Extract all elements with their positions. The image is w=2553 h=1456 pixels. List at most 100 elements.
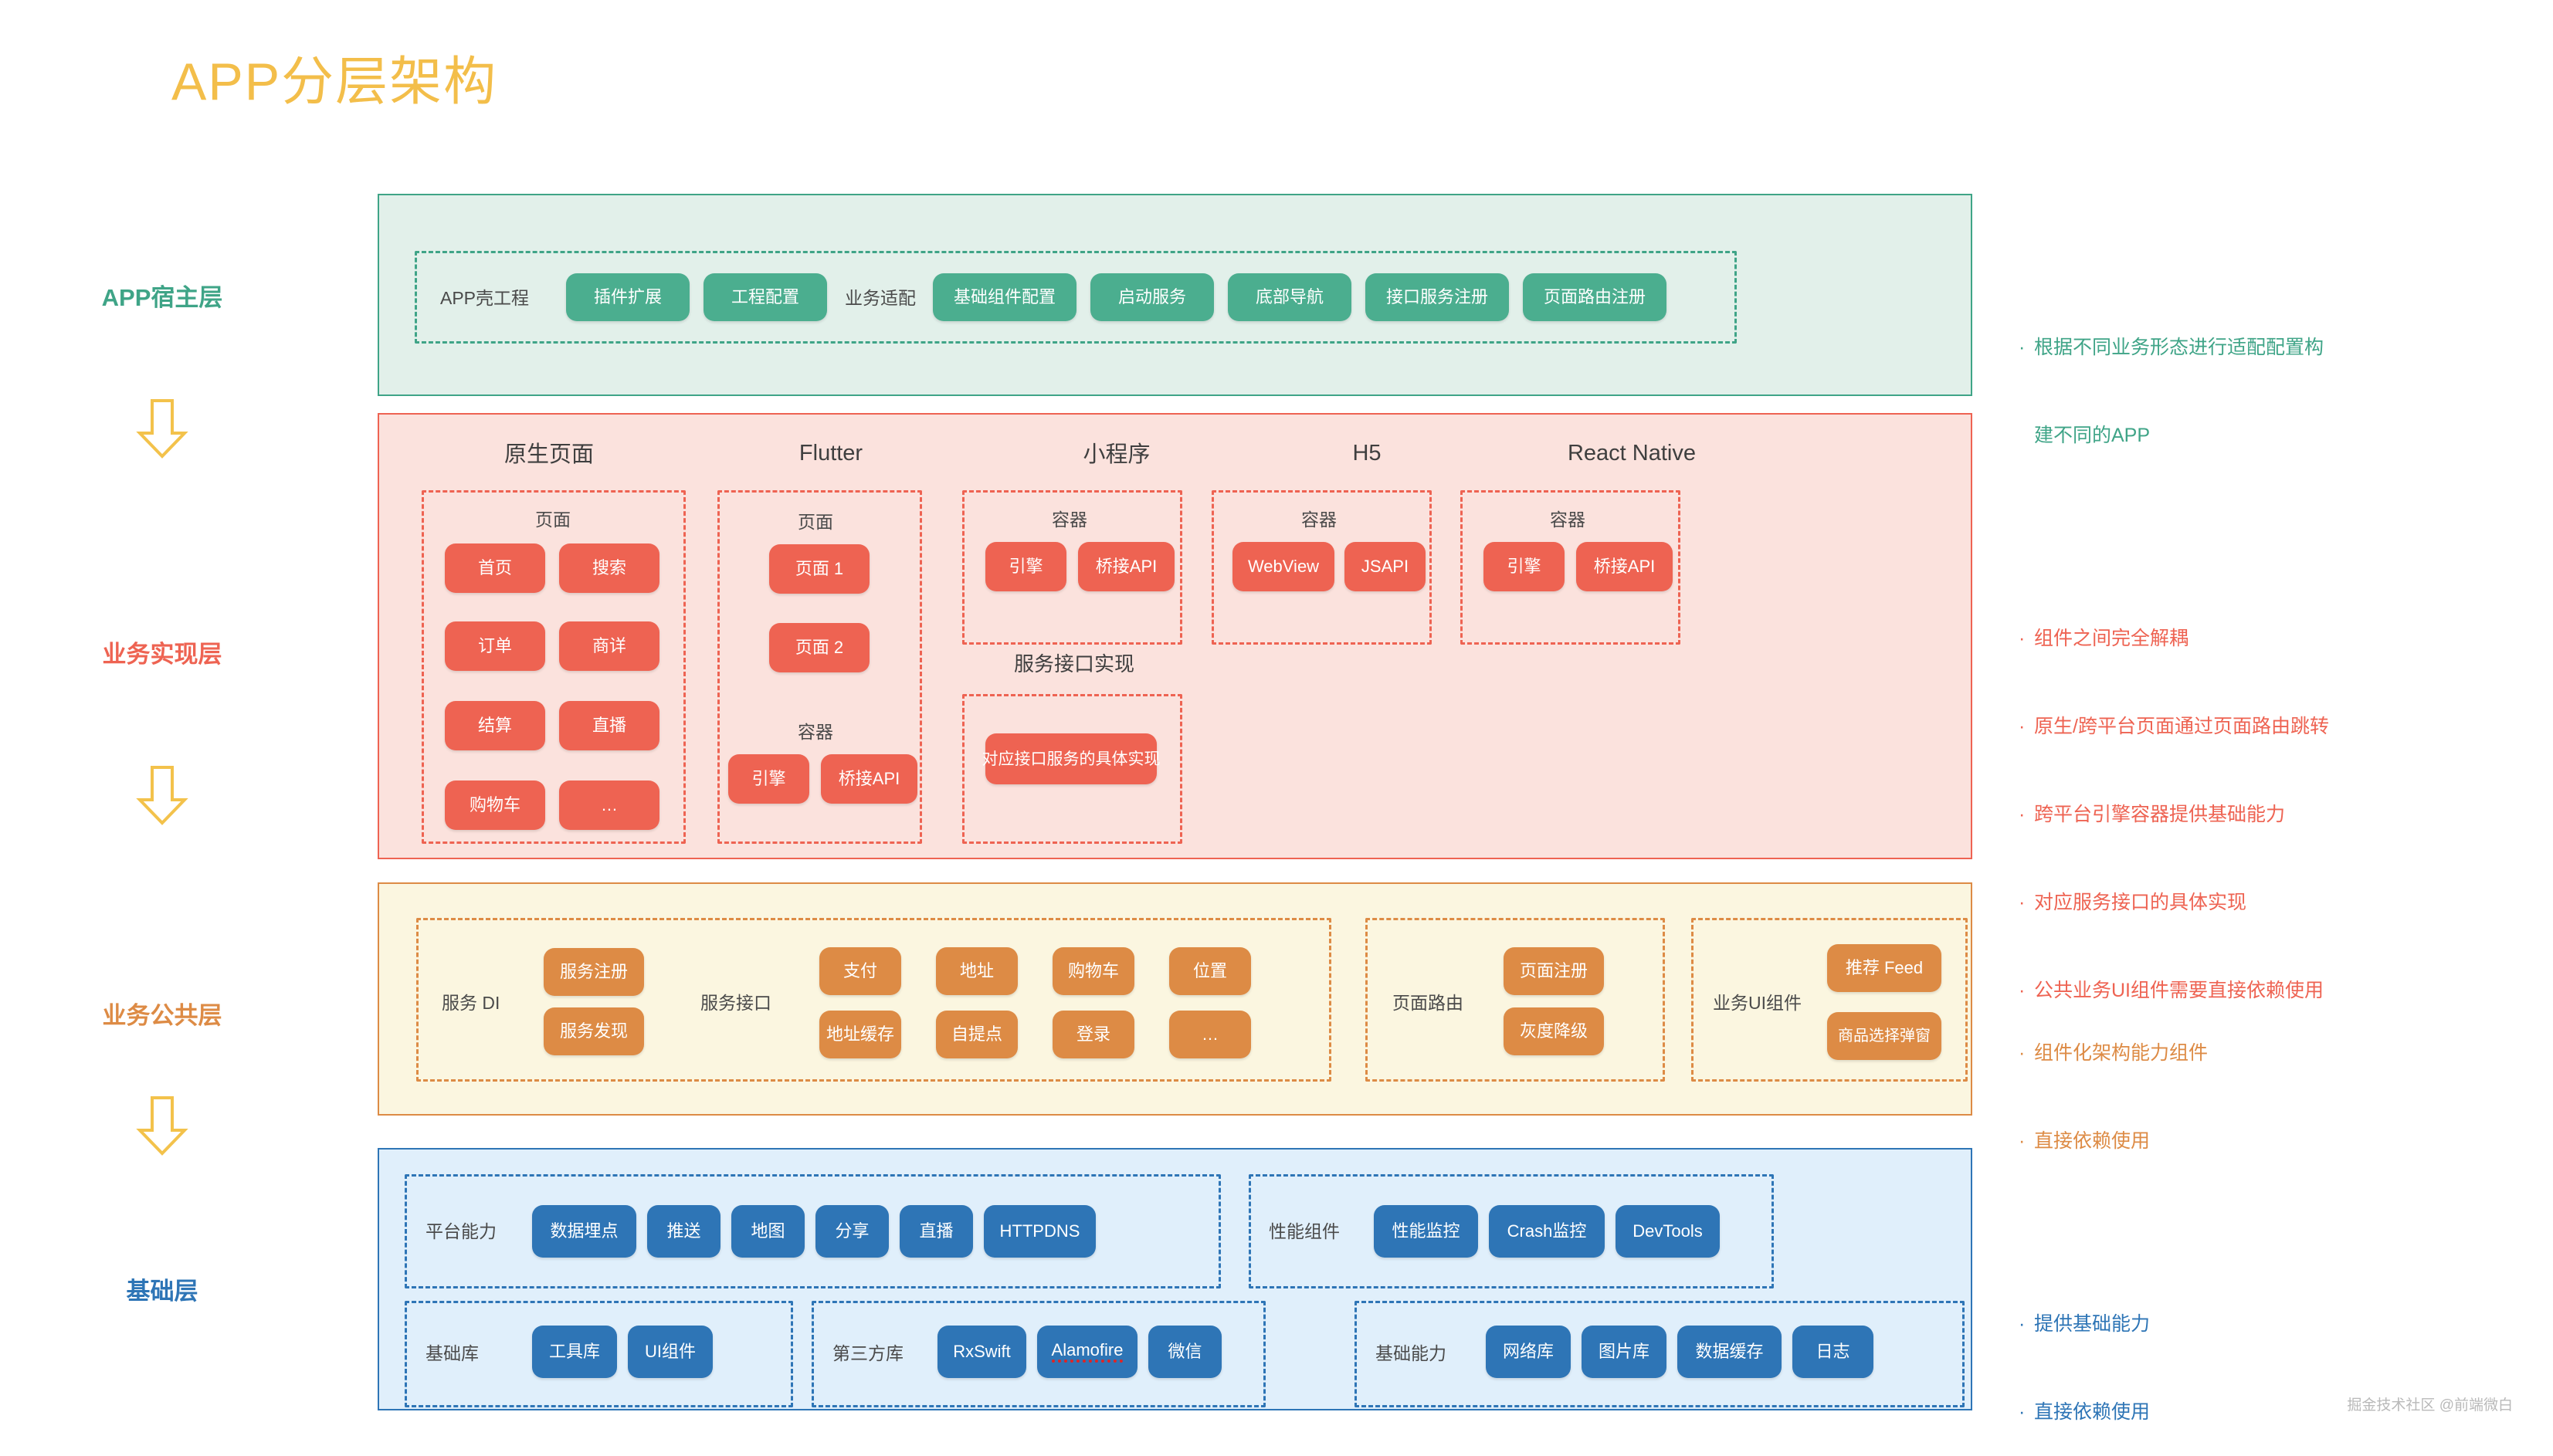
annotation-line: 直接依赖使用 — [2034, 1130, 2151, 1152]
h5-container-dashed-box — [1212, 490, 1432, 645]
flutter-pill-bridge-api[interactable]: 桥接API — [821, 754, 917, 804]
platform-pill-httpdns[interactable]: HTTPDNS — [984, 1205, 1096, 1258]
native-pill-live[interactable]: 直播 — [559, 701, 659, 750]
platform-capability-label: 平台能力 — [426, 1221, 497, 1241]
native-pill-checkout[interactable]: 结算 — [445, 701, 545, 750]
host-pill-page-route-register[interactable]: 页面路由注册 — [1523, 273, 1666, 321]
biz-ui-label: 业务UI组件 — [1713, 993, 1802, 1013]
biz-ui-pill-recommend-feed[interactable]: 推荐 Feed — [1827, 944, 1941, 992]
service-di-pill-register[interactable]: 服务注册 — [544, 948, 644, 996]
page-router-dashed-box — [1365, 918, 1665, 1082]
base-cap-pill-network-lib[interactable]: 网络库 — [1486, 1326, 1571, 1378]
miniprogram-container-label: 容器 — [1052, 510, 1087, 530]
flutter-pill-page-1[interactable]: 页面 1 — [769, 544, 870, 594]
business-layer-panel: 原生页面 Flutter 小程序 H5 React Native 页面 首页 搜… — [378, 413, 1972, 859]
base-lib-pill-toolkit[interactable]: 工具库 — [532, 1326, 617, 1378]
rn-container-dashed-box — [1460, 490, 1680, 645]
native-pill-cart[interactable]: 购物车 — [445, 780, 545, 830]
base-cap-pill-image-lib[interactable]: 图片库 — [1582, 1326, 1666, 1378]
third-party-label: 第三方库 — [832, 1343, 904, 1363]
rn-pill-bridge-api[interactable]: 桥接API — [1576, 542, 1673, 591]
host-pill-startup-service[interactable]: 启动服务 — [1090, 273, 1214, 321]
h5-pill-webview[interactable]: WebView — [1232, 542, 1334, 591]
service-api-pill-location[interactable]: 位置 — [1169, 947, 1251, 995]
host-pill-api-service-register[interactable]: 接口服务注册 — [1365, 273, 1509, 321]
rail-label-business-layer: 业务实现层 — [102, 641, 222, 668]
flutter-dashed-box — [717, 490, 922, 844]
annotation-line: 提供基础能力 — [2034, 1313, 2151, 1335]
rn-pill-engine[interactable]: 引擎 — [1483, 542, 1565, 591]
misspelled-word: Alamofire — [1051, 1341, 1124, 1363]
service-impl-dashed-box — [962, 694, 1182, 844]
service-api-pill-cart[interactable]: 购物车 — [1053, 947, 1134, 995]
host-pill-bottom-navigation[interactable]: 底部导航 — [1228, 273, 1351, 321]
third-party-pill-wechat[interactable]: 微信 — [1148, 1326, 1222, 1378]
service-api-pill-address-cache[interactable]: 地址缓存 — [819, 1011, 901, 1058]
host-adapt-label: 业务适配 — [845, 288, 916, 308]
page-router-pill-page-register[interactable]: 页面注册 — [1504, 947, 1604, 995]
miniprogram-pill-engine[interactable]: 引擎 — [985, 542, 1066, 591]
miniprogram-container-dashed-box — [962, 490, 1182, 645]
h5-pill-jsapi[interactable]: JSAPI — [1344, 542, 1426, 591]
native-pill-more[interactable]: … — [559, 780, 659, 830]
service-impl-pill[interactable]: 对应接口服务的具体实现 — [982, 733, 1161, 784]
biz-ui-pill-product-picker[interactable]: 商品选择弹窗 — [1827, 1012, 1941, 1060]
host-layer-panel: APP壳工程 插件扩展 工程配置 业务适配 基础组件配置 启动服务 底部导航 接… — [378, 194, 1972, 396]
service-api-pill-payment[interactable]: 支付 — [819, 947, 901, 995]
native-pill-home[interactable]: 首页 — [445, 543, 545, 593]
perf-pill-devtools[interactable]: DevTools — [1616, 1205, 1720, 1258]
third-party-pill-alamofire[interactable]: Alamofire — [1037, 1326, 1137, 1378]
flutter-pill-page-2[interactable]: 页面 2 — [769, 623, 870, 672]
base-capability-label: 基础能力 — [1375, 1343, 1446, 1363]
platform-pill-share[interactable]: 分享 — [815, 1205, 889, 1258]
host-layer-annotation: ·根据不同业务形态进行适配配置构 建不同的APP — [2019, 337, 2324, 446]
annotation-line: 原生/跨平台页面通过页面路由跳转 — [2034, 716, 2329, 737]
third-party-pill-rxswift[interactable]: RxSwift — [937, 1326, 1026, 1378]
flutter-container-label: 容器 — [798, 722, 833, 742]
annotation-line: 对应服务接口的具体实现 — [2034, 892, 2247, 913]
perf-components-label: 性能组件 — [1269, 1221, 1340, 1241]
service-api-pill-more[interactable]: … — [1169, 1011, 1251, 1058]
platform-pill-map[interactable]: 地图 — [731, 1205, 805, 1258]
rn-container-label: 容器 — [1550, 510, 1585, 530]
flutter-pill-engine[interactable]: 引擎 — [728, 754, 809, 804]
host-pill-project-config[interactable]: 工程配置 — [704, 273, 827, 321]
service-di-label: 服务 DI — [442, 993, 500, 1013]
annotation-line: 建不同的APP — [2034, 425, 2151, 446]
miniprogram-pill-bridge-api[interactable]: 桥接API — [1078, 542, 1175, 591]
service-di-pill-discovery[interactable]: 服务发现 — [544, 1007, 644, 1055]
base-lib-pill-ui-components[interactable]: UI组件 — [628, 1326, 713, 1378]
native-pill-order[interactable]: 订单 — [445, 621, 545, 671]
common-layer-panel: 服务 DI 服务注册 服务发现 服务接口 支付 地址 购物车 位置 地址缓存 自… — [378, 882, 1972, 1116]
biz-ui-dashed-box — [1691, 918, 1968, 1082]
platform-pill-push[interactable]: 推送 — [647, 1205, 720, 1258]
base-layer-panel: 平台能力 数据埋点 推送 地图 分享 直播 HTTPDNS 性能组件 性能监控 … — [378, 1148, 1972, 1410]
native-pages-label: 页面 — [535, 510, 571, 530]
service-api-pill-pickup-point[interactable]: 自提点 — [936, 1011, 1018, 1058]
page-router-label: 页面路由 — [1392, 993, 1463, 1013]
host-pill-base-component-config[interactable]: 基础组件配置 — [933, 273, 1076, 321]
host-pill-plugin-extension[interactable]: 插件扩展 — [566, 273, 690, 321]
service-api-pill-address[interactable]: 地址 — [936, 947, 1018, 995]
perf-pill-performance-monitor[interactable]: 性能监控 — [1374, 1205, 1478, 1258]
common-layer-annotation: ·组件化架构能力组件 ·直接依赖使用 — [2019, 1042, 2209, 1152]
host-shell-dashed-box — [415, 251, 1737, 344]
base-capability-dashed-box — [1354, 1301, 1965, 1407]
platform-pill-live[interactable]: 直播 — [900, 1205, 973, 1258]
business-column-flutter: Flutter — [798, 441, 863, 466]
platform-pill-data-tracking[interactable]: 数据埋点 — [532, 1205, 636, 1258]
host-shell-label: APP壳工程 — [440, 288, 530, 308]
rail-label-base-layer: 基础层 — [126, 1278, 198, 1305]
service-api-pill-login[interactable]: 登录 — [1053, 1011, 1134, 1058]
watermark: 掘金技术社区 @前端微白 — [2347, 1397, 2513, 1414]
native-pill-search[interactable]: 搜索 — [559, 543, 659, 593]
page-router-pill-gray-downgrade[interactable]: 灰度降级 — [1504, 1007, 1604, 1055]
platform-capability-dashed-box — [405, 1174, 1221, 1288]
base-cap-pill-data-cache[interactable]: 数据缓存 — [1677, 1326, 1782, 1378]
base-cap-pill-logging[interactable]: 日志 — [1792, 1326, 1873, 1378]
annotation-line: 组件化架构能力组件 — [2034, 1042, 2209, 1064]
page-title: APP分层架构 — [171, 52, 498, 111]
perf-pill-crash-monitor[interactable]: Crash监控 — [1489, 1205, 1605, 1258]
native-pill-product-detail[interactable]: 商详 — [559, 621, 659, 671]
rail-label-common-layer: 业务公共层 — [102, 1002, 222, 1029]
